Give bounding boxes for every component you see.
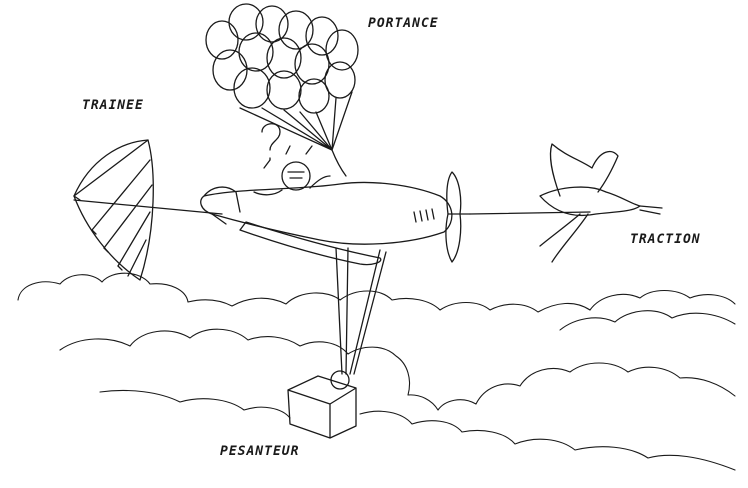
- pilot-head: [281, 161, 311, 191]
- fuselage: [200, 181, 453, 245]
- airplane-icon: [200, 123, 471, 266]
- parachute-icon: [73, 139, 223, 281]
- cloud-front: [59, 328, 736, 411]
- weight-box: [287, 375, 357, 439]
- bird-wing: [549, 143, 619, 197]
- label-pesanteur: PESANTEUR: [220, 444, 300, 459]
- bird-body: [539, 186, 641, 217]
- clouds: [17, 272, 736, 471]
- balloons-icon: [205, 3, 359, 177]
- hanging-box-icon: [287, 247, 387, 439]
- tail: [203, 186, 241, 225]
- label-portance: PORTANCE: [368, 16, 439, 31]
- question-mark: [261, 123, 281, 161]
- bird-icon: [469, 143, 663, 263]
- bird-legs: [539, 213, 589, 263]
- cloud-back: [17, 272, 736, 313]
- label-trainee: TRAINEE: [82, 98, 144, 113]
- cloud-right: [559, 310, 736, 331]
- cloud-lower: [99, 389, 736, 471]
- propeller: [445, 171, 462, 263]
- label-traction: TRACTION: [630, 232, 701, 247]
- cowling-vents: [413, 208, 435, 223]
- wing: [239, 221, 382, 266]
